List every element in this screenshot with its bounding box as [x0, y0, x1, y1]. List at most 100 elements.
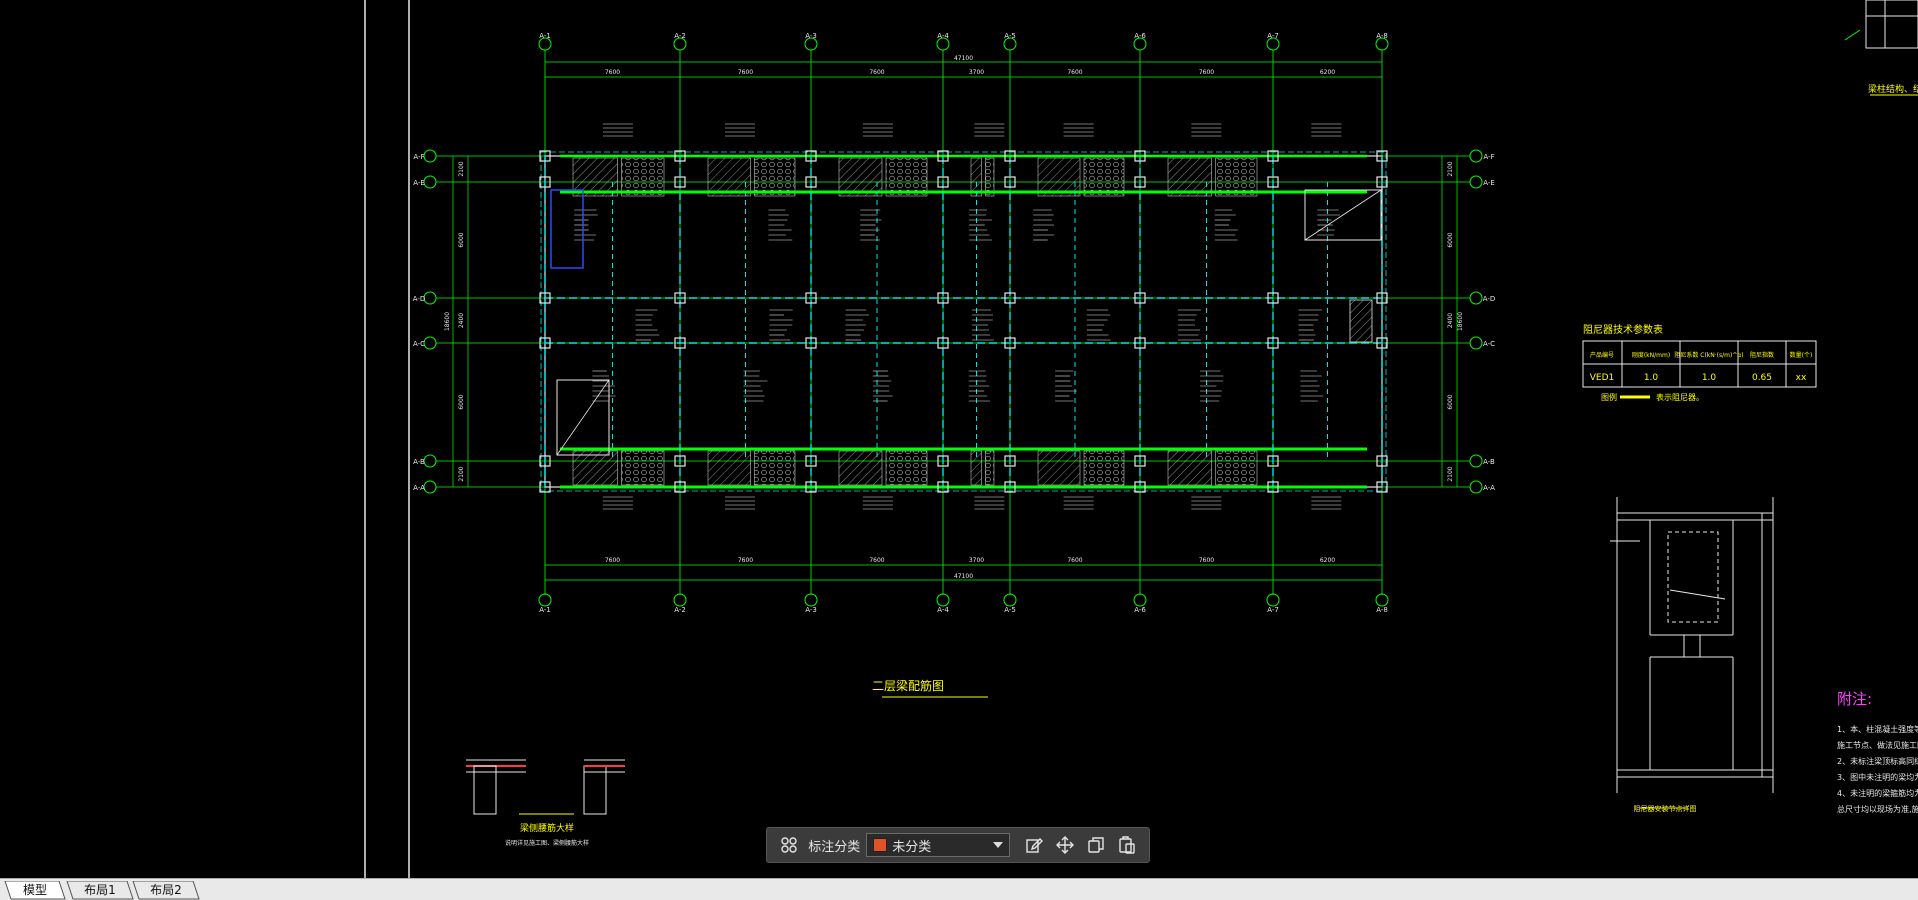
axis-label-top: A-2	[674, 32, 686, 40]
axis-label-right: A-F	[1483, 153, 1494, 161]
side-dimension: 2100	[1447, 466, 1454, 481]
axis-label-right: A-A	[1483, 484, 1495, 492]
axis-label-top: A-6	[1134, 32, 1146, 40]
axis-label-bottom: A-4	[937, 606, 949, 614]
axis-bubble	[423, 291, 437, 305]
note-line: 3、图中未注明的梁均为KL	[1837, 772, 1918, 782]
column	[1376, 176, 1388, 188]
annotation-category-value: 未分类	[892, 839, 932, 855]
column	[937, 481, 949, 493]
column	[1004, 292, 1016, 304]
column	[1267, 455, 1279, 467]
axis-bubble	[673, 37, 687, 51]
axis-label-right: A-B	[1483, 458, 1495, 466]
span-dimension: 7600	[1199, 69, 1214, 76]
total-dimension: 47100	[954, 573, 973, 580]
axis-bubble	[804, 37, 818, 51]
viewport-frame	[364, 0, 410, 878]
axis-label-top: A-8	[1376, 32, 1388, 40]
column	[1267, 292, 1279, 304]
axis-bubble	[538, 37, 552, 51]
axis-label-top: A-1	[539, 32, 551, 40]
span-dimension: 7600	[605, 69, 620, 76]
column	[805, 337, 817, 349]
column	[1376, 337, 1388, 349]
floor-plan	[423, 37, 1483, 607]
hatched-slab	[1167, 450, 1212, 486]
span-dimension: 7600	[869, 69, 884, 76]
plan-title: 二层梁配筋图	[872, 678, 944, 693]
side-dimension: 6000	[458, 232, 465, 247]
total-dimension: 47100	[954, 55, 973, 62]
edit-icon[interactable]	[1023, 834, 1044, 856]
axis-bubble	[1266, 37, 1280, 51]
column	[937, 176, 949, 188]
axis-label-left: A-A	[413, 484, 425, 492]
stair-opening	[1304, 189, 1382, 241]
damper-zone	[1215, 157, 1258, 197]
axis-label-right: A-C	[1483, 340, 1495, 348]
axis-label-bottom: A-5	[1004, 606, 1016, 614]
column	[1376, 481, 1388, 493]
table-cell: 0.65	[1752, 373, 1772, 383]
column	[1004, 150, 1016, 162]
column	[1267, 337, 1279, 349]
detail-subtitle: 说明详见施工图、梁侧腰筋大样	[505, 839, 589, 847]
side-dimension: 2100	[458, 466, 465, 481]
side-dimension: 6000	[1447, 232, 1454, 247]
side-dimension: 2100	[1447, 161, 1454, 176]
side-dimension: 2100	[458, 161, 465, 176]
detail-title: 梁侧腰筋大样	[520, 822, 574, 834]
column	[1134, 176, 1146, 188]
tab-layout2-label: 布局2	[150, 883, 182, 897]
tab-layout1[interactable]: 布局1	[66, 881, 134, 900]
table-cell: 1.0	[1702, 373, 1717, 383]
damper-zone	[885, 450, 928, 486]
span-dimension: 3700	[969, 69, 984, 76]
column	[805, 481, 817, 493]
tab-model[interactable]: 模型	[4, 881, 66, 900]
axis-bubble	[1133, 593, 1147, 607]
note-line: 4、未注明的梁箍筋均为 Φ8@100/200	[1837, 788, 1918, 798]
axis-bubble	[423, 454, 437, 468]
drawing-annotations: A-1A-1A-2A-2A-3A-3A-4A-4A-5A-5A-6A-6A-7A…	[413, 32, 1918, 847]
tab-layout2[interactable]: 布局2	[132, 881, 200, 900]
axis-bubble	[423, 480, 437, 494]
move-icon[interactable]	[1054, 834, 1075, 856]
axis-bubble	[1375, 37, 1389, 51]
axis-label-left: A-D	[413, 295, 426, 303]
column	[1004, 455, 1016, 467]
axis-bubble	[1003, 593, 1017, 607]
table-header: 阻尼系数 C(kN·(s/m)^α)	[1674, 351, 1743, 359]
category-color-swatch	[873, 838, 888, 852]
axis-bubble	[423, 175, 437, 189]
column	[539, 481, 551, 493]
side-dimension: 6000	[458, 394, 465, 409]
building-outline	[544, 155, 1383, 488]
paste-icon[interactable]	[1117, 834, 1138, 856]
notes-title: 附注:	[1837, 690, 1872, 708]
note-line: 2、未标注梁顶标高同结构标高	[1837, 756, 1918, 766]
hatched-slab	[838, 157, 883, 197]
grid-icon[interactable]	[778, 834, 799, 856]
copy-icon[interactable]	[1085, 834, 1106, 856]
axis-label-top: A-3	[805, 32, 817, 40]
axis-bubble	[1469, 336, 1483, 350]
beam-outline	[540, 151, 1387, 492]
axis-label-bottom: A-2	[674, 606, 686, 614]
tab-layout1-label: 布局1	[84, 883, 116, 897]
axis-label-bottom: A-6	[1134, 606, 1146, 614]
axis-bubble	[423, 336, 437, 350]
axis-bubble	[1375, 593, 1389, 607]
span-dimension: 7600	[1067, 69, 1082, 76]
axis-bubble	[1469, 149, 1483, 163]
column	[805, 455, 817, 467]
annotation-toolbar: 标注分类 未分类	[766, 827, 1150, 863]
annotation-category-select[interactable]: 未分类	[866, 833, 1010, 857]
side-dimension: 6000	[1447, 394, 1454, 409]
damper-parameter-table	[1582, 340, 1817, 399]
hatched-slab	[838, 450, 883, 486]
table-legend: 图例	[1601, 392, 1617, 402]
axis-label-left: A-C	[413, 340, 425, 348]
